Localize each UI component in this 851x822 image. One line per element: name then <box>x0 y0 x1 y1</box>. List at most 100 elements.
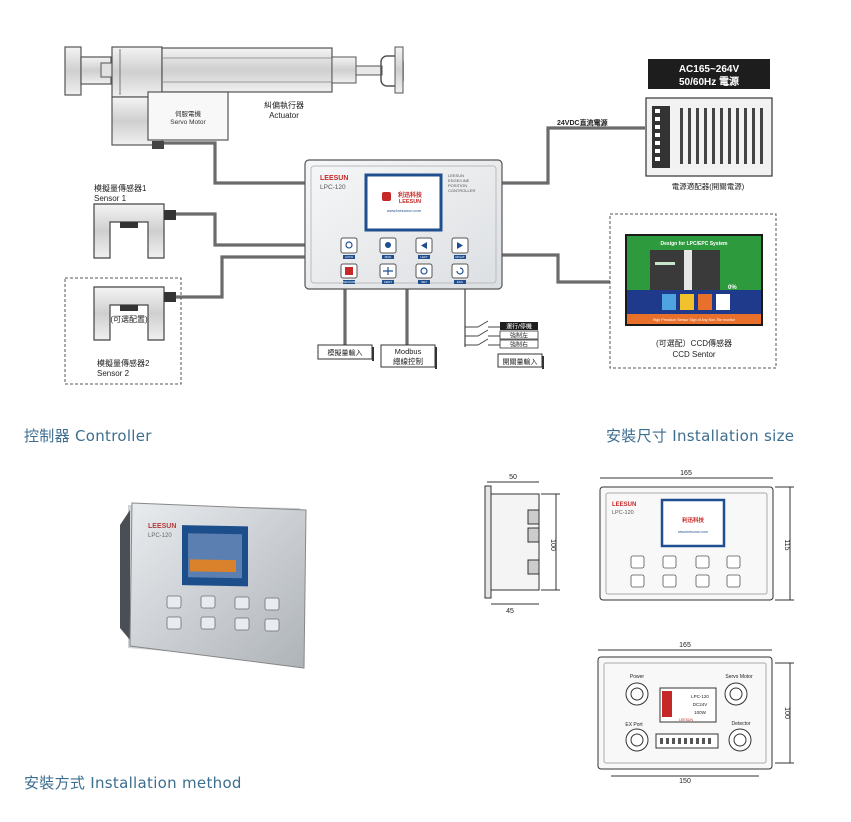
dim-side-top: 50 <box>509 474 517 481</box>
sensor-1: 模擬量傳感器1 Sensor 1 <box>93 183 176 259</box>
io-blocks: 模擬量輸入 Modbus 總線控制 運行/停機 強制左 強制右 開關量輸入 <box>317 289 544 369</box>
ext-port-connector-icon <box>625 728 649 752</box>
front-screen-url: www.leesuncn.com <box>678 530 708 534</box>
settings-icon <box>420 267 428 275</box>
dim-side-height: 100 <box>549 539 556 551</box>
analog-input-label: 模擬量輸入 <box>328 348 363 357</box>
power-spec-line2: 50/60Hz 電源 <box>679 75 739 88</box>
sensor2-label-en: Sensor 2 <box>97 369 130 378</box>
servo-motor-label-cn: 伺服電機 <box>175 109 202 118</box>
dim-side-bottom: 45 <box>506 608 514 615</box>
cable-ccd <box>501 253 610 284</box>
dim-back-bottom-width: 150 <box>679 778 691 785</box>
controller-screen-brand-cn: 利迅科技 <box>397 191 423 199</box>
dc-power-label: 24VDC直流電源 <box>557 118 608 127</box>
cables <box>158 126 645 345</box>
controller-desc-4: CONTROLLER <box>448 188 475 193</box>
ccd-label-en: CCD Sentor <box>672 350 715 359</box>
left-key-label: LEFT <box>420 255 428 259</box>
power-adapter-label: 電源適配器(開關電源) <box>672 181 745 191</box>
right-key-label: RIGHT <box>455 255 465 259</box>
front-view-drawing: LEESUN LPC-120 利迅科技 www.leesuncn.com <box>599 477 794 601</box>
dim-back-top-width: 165 <box>679 642 691 649</box>
cable-power <box>501 126 645 185</box>
controller-unit: LEESUN LPC-120 LEESUN EDGE/LINE POSITION… <box>304 159 503 290</box>
nameplate-spec2: 100W <box>694 710 707 715</box>
nameplate-company: LEESUN <box>679 718 693 722</box>
section-title-install-size: 安裝尺寸 Installation size <box>606 427 795 445</box>
nameplate-spec1: DC24V <box>693 702 708 707</box>
ccd-screen-header: Design for LPC/EPC System <box>661 241 729 247</box>
return-icon <box>456 267 464 275</box>
ccd-screen-footer: High Precision Sensor Sign of Any Non-Ti… <box>653 318 736 322</box>
switch-input-label: 開關量輸入 <box>503 357 538 366</box>
actuator-label-cn: 糾偏執行器 <box>264 100 304 110</box>
back-view-drawing: Power Servo Motor EX Port Detector LPC-1… <box>597 649 794 777</box>
ccd-label-cn: (可選配）CCD傳感器 <box>656 338 732 348</box>
modbus-label-1: Modbus <box>395 347 422 356</box>
nameplate-title: LPC-120 <box>691 694 709 699</box>
controller-screen <box>364 173 443 232</box>
power-spec-line1: AC165~264V <box>679 64 740 75</box>
controller-photo: LEESUN LPC-120 <box>120 502 307 669</box>
controller-desc-3: POSITION <box>448 183 467 188</box>
dim-front-width: 165 <box>680 470 692 477</box>
set-key[interactable] <box>415 263 433 279</box>
set-key-label: SET <box>421 280 427 284</box>
arrow-left-icon <box>421 242 427 249</box>
esc-key-label: ESC <box>457 280 464 284</box>
controller-brand: LEESUN <box>320 175 348 182</box>
auto-key-label: AUTO <box>345 255 354 259</box>
switch-run-stop: 運行/停機 <box>506 323 532 331</box>
dim-back-height: 100 <box>783 707 790 719</box>
cent-key-label: CENT <box>384 280 392 284</box>
back-servo-label: Servo Motor <box>725 674 753 680</box>
sensor2-label-cn: 模擬量傳感器2 <box>97 358 150 368</box>
controller-desc-2: EDGE/LINE <box>448 178 470 183</box>
sensor-key-label: SENSOR <box>343 280 357 284</box>
back-detector-label: Detector <box>732 721 751 727</box>
esc-key[interactable] <box>451 263 469 279</box>
servo-motor-label-en: Servo Motor <box>170 119 206 126</box>
sensor1-label-en: Sensor 1 <box>94 194 127 203</box>
back-power-label: Power <box>630 674 645 680</box>
photo-model: LPC-120 <box>148 533 172 539</box>
controller-screen-url: www.leesuncn.com <box>387 208 422 213</box>
dim-front-height: 115 <box>783 539 790 550</box>
power-connector-icon <box>625 682 649 706</box>
front-screen-brand: 利迅科技 <box>682 516 705 524</box>
controller-keypad: AUTO MAN LEFT RIGHT SENSOR CENT SET ESC <box>340 237 469 284</box>
cable-actuator <box>158 141 305 185</box>
sensor-2-optional: (可選配置) 模擬量傳感器2 Sensor 2 <box>64 277 182 385</box>
ccd-percent: 0% <box>728 285 737 291</box>
sensor1-label-cn: 模擬量傳感器1 <box>94 183 147 193</box>
photo-brand: LEESUN <box>148 523 176 530</box>
detector-connector-icon <box>728 728 752 752</box>
cable-sensor1 <box>175 212 305 247</box>
side-view-drawing <box>484 481 560 605</box>
sensor-icon <box>345 267 353 275</box>
front-brand: LEESUN <box>612 502 636 508</box>
ccd-sensor-optional: Design for LPC/EPC System 0% High Precis… <box>609 213 777 369</box>
section-title-install-method: 安裝方式 Installation method <box>24 774 242 792</box>
actuator-label-en: Actuator <box>269 111 299 120</box>
power-icon <box>345 241 353 249</box>
auto-key[interactable] <box>340 237 358 254</box>
actuator: 伺服電機 Servo Motor 糾偏執行器 Actuator <box>64 46 404 149</box>
controller-desc-1: LEESUN <box>448 173 464 178</box>
man-key-label: MAN <box>385 255 392 259</box>
cable-sensor2 <box>175 255 305 299</box>
sensor2-optional-label: (可選配置) <box>110 314 148 324</box>
center-icon <box>383 267 393 275</box>
servo-connector-icon <box>724 682 748 706</box>
hand-icon <box>385 242 391 248</box>
modbus-label-2: 總線控制 <box>393 356 423 366</box>
switch-force-left: 強制左 <box>510 332 528 340</box>
power-supply: AC165~264V 50/60Hz 電源 24VDC直流電源 電源適配器(開關… <box>557 59 773 191</box>
section-title-controller: 控制器 Controller <box>24 427 152 445</box>
switch-force-right: 強制右 <box>510 341 528 349</box>
front-model: LPC-120 <box>612 510 634 516</box>
arrow-right-icon <box>457 242 463 249</box>
back-ext-port-label: EX Port <box>625 722 643 728</box>
